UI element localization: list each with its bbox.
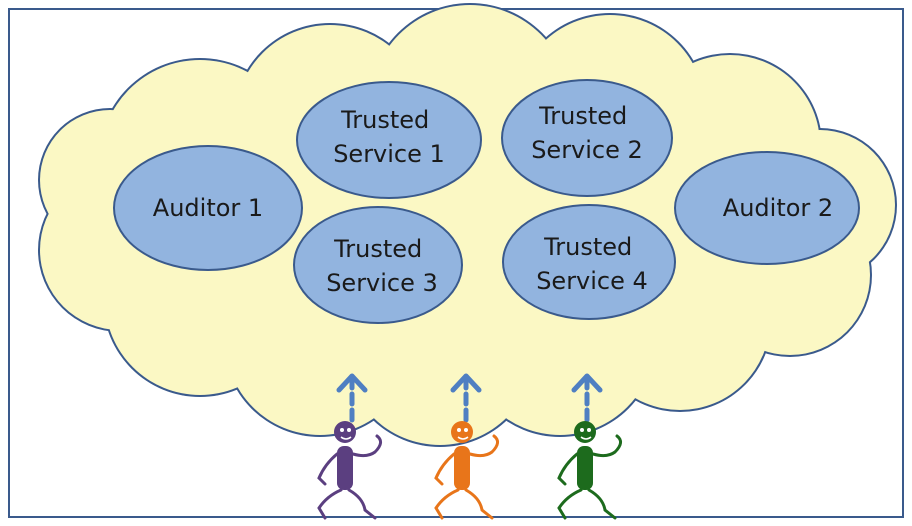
node-label-line: Service 2 <box>531 136 643 164</box>
user-icon-green <box>557 421 622 520</box>
node-label-line: Trusted <box>538 102 627 130</box>
node-label-line: Service 4 <box>536 267 648 295</box>
svg-text:Trusted Service 3: Trusted Service 3 <box>326 235 438 297</box>
arrow-user-1 <box>336 373 368 423</box>
svg-text:Auditor 1: Auditor 1 <box>153 194 263 222</box>
user-icon-purple <box>317 421 382 520</box>
node-label-line: Trusted <box>543 233 632 261</box>
node-label-line: Trusted <box>333 235 422 263</box>
svg-text:Trusted Service 4: Trusted Service 4 <box>536 233 648 295</box>
arrow-user-2 <box>450 373 482 423</box>
svg-text:Trusted Service 1: Trusted Service 1 <box>333 106 445 168</box>
node-label-line: Auditor 2 <box>723 194 833 222</box>
node-trusted-service-4[interactable]: Trusted Service 4 <box>502 204 676 320</box>
node-auditor-2[interactable]: Auditor 2 <box>674 151 860 265</box>
user-icon-orange <box>434 421 499 520</box>
node-trusted-service-3[interactable]: Trusted Service 3 <box>293 206 463 324</box>
node-label-line: Service 3 <box>326 269 438 297</box>
node-trusted-service-2[interactable]: Trusted Service 2 <box>501 79 673 197</box>
node-label-line: Auditor 1 <box>153 194 263 222</box>
node-label-line: Trusted <box>340 106 429 134</box>
node-label-line: Service 1 <box>333 140 445 168</box>
node-auditor-1[interactable]: Auditor 1 <box>113 145 303 271</box>
svg-text:Auditor 2: Auditor 2 <box>723 194 833 222</box>
node-trusted-service-1[interactable]: Trusted Service 1 <box>296 81 482 199</box>
svg-text:Trusted Service 2: Trusted Service 2 <box>531 102 643 164</box>
arrow-user-3 <box>571 373 603 423</box>
